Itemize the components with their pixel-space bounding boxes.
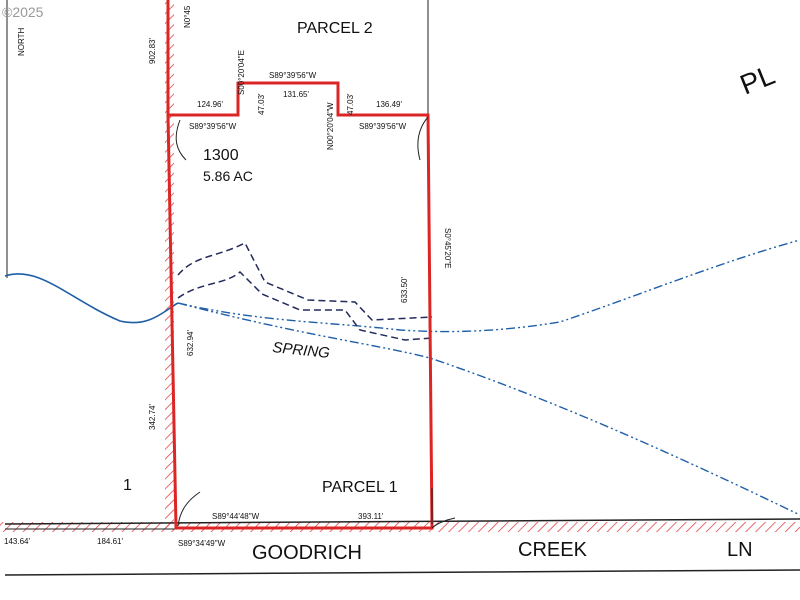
creek-line-west xyxy=(4,273,179,324)
bearing-notch-west: S00°20'04"E xyxy=(237,50,246,95)
corner-arrow-sw xyxy=(177,491,201,527)
parcel-1300-boundary xyxy=(166,0,434,530)
corner-arrow-ne xyxy=(417,116,429,161)
road-south-edge xyxy=(4,569,800,576)
distance-notch-west: 47.03' xyxy=(257,93,266,115)
distance-ne-segment: 136.49' xyxy=(376,100,402,109)
parcel-number-label: 1300 xyxy=(203,147,239,164)
spring-label: SPRING xyxy=(272,339,331,362)
road-name-goodrich: GOODRICH xyxy=(252,542,362,564)
bearing-south-line: S89°44'48"W xyxy=(212,512,260,521)
bearing-east-line: S0°45'20"E xyxy=(443,228,452,268)
parcel-2-label: PARCEL 2 xyxy=(297,20,373,37)
parcel-area-label: 5.86 AC xyxy=(203,168,253,184)
bearing-road-frontage: S89°34'49"W xyxy=(178,539,226,548)
distance-west-line: 902.83' xyxy=(148,38,157,64)
road-north-edge xyxy=(4,518,800,525)
road-name-ln: LN xyxy=(727,539,753,561)
dashed-line-lower xyxy=(177,270,433,341)
lot-1-label: 1 xyxy=(123,477,132,494)
parcel-1-label: PARCEL 1 xyxy=(322,479,398,496)
bearing-n0-45: N0°45 xyxy=(183,5,192,28)
distance-south-line: 393.11' xyxy=(358,512,384,521)
distance-east-line: 633.50' xyxy=(400,277,409,303)
partial-road-label-pl: PL xyxy=(736,59,779,101)
bearing-ne-segment: S89°39'56"W xyxy=(359,122,407,131)
distance-frontage-far-west: 143.64' xyxy=(4,537,30,546)
distance-notch-top: 131.65' xyxy=(283,90,309,99)
spring-line-lower xyxy=(177,302,800,516)
bearing-notch-east: N00°20'04"W xyxy=(326,102,335,150)
corner-arrow-se-2 xyxy=(431,517,456,529)
distance-west-bottom: 342.74' xyxy=(148,404,157,430)
distance-frontage-west: 184.61' xyxy=(97,537,123,546)
bearing-north-edge: NORTH xyxy=(17,27,26,56)
distance-nw-segment: 124.96' xyxy=(197,100,223,109)
watermark: ©2025 xyxy=(2,4,44,20)
road-name-creek: CREEK xyxy=(518,539,588,561)
distance-west-lower: 632.94' xyxy=(186,330,195,356)
spring-line-upper xyxy=(177,239,800,333)
corner-arrow-nw xyxy=(175,119,187,161)
distance-notch-east: 47.03' xyxy=(346,93,355,115)
bearing-nw-segment: S89°39'56"W xyxy=(189,122,237,131)
dashed-line-upper xyxy=(177,241,433,321)
bearing-top-segment: S89°39'56"W xyxy=(269,71,317,80)
